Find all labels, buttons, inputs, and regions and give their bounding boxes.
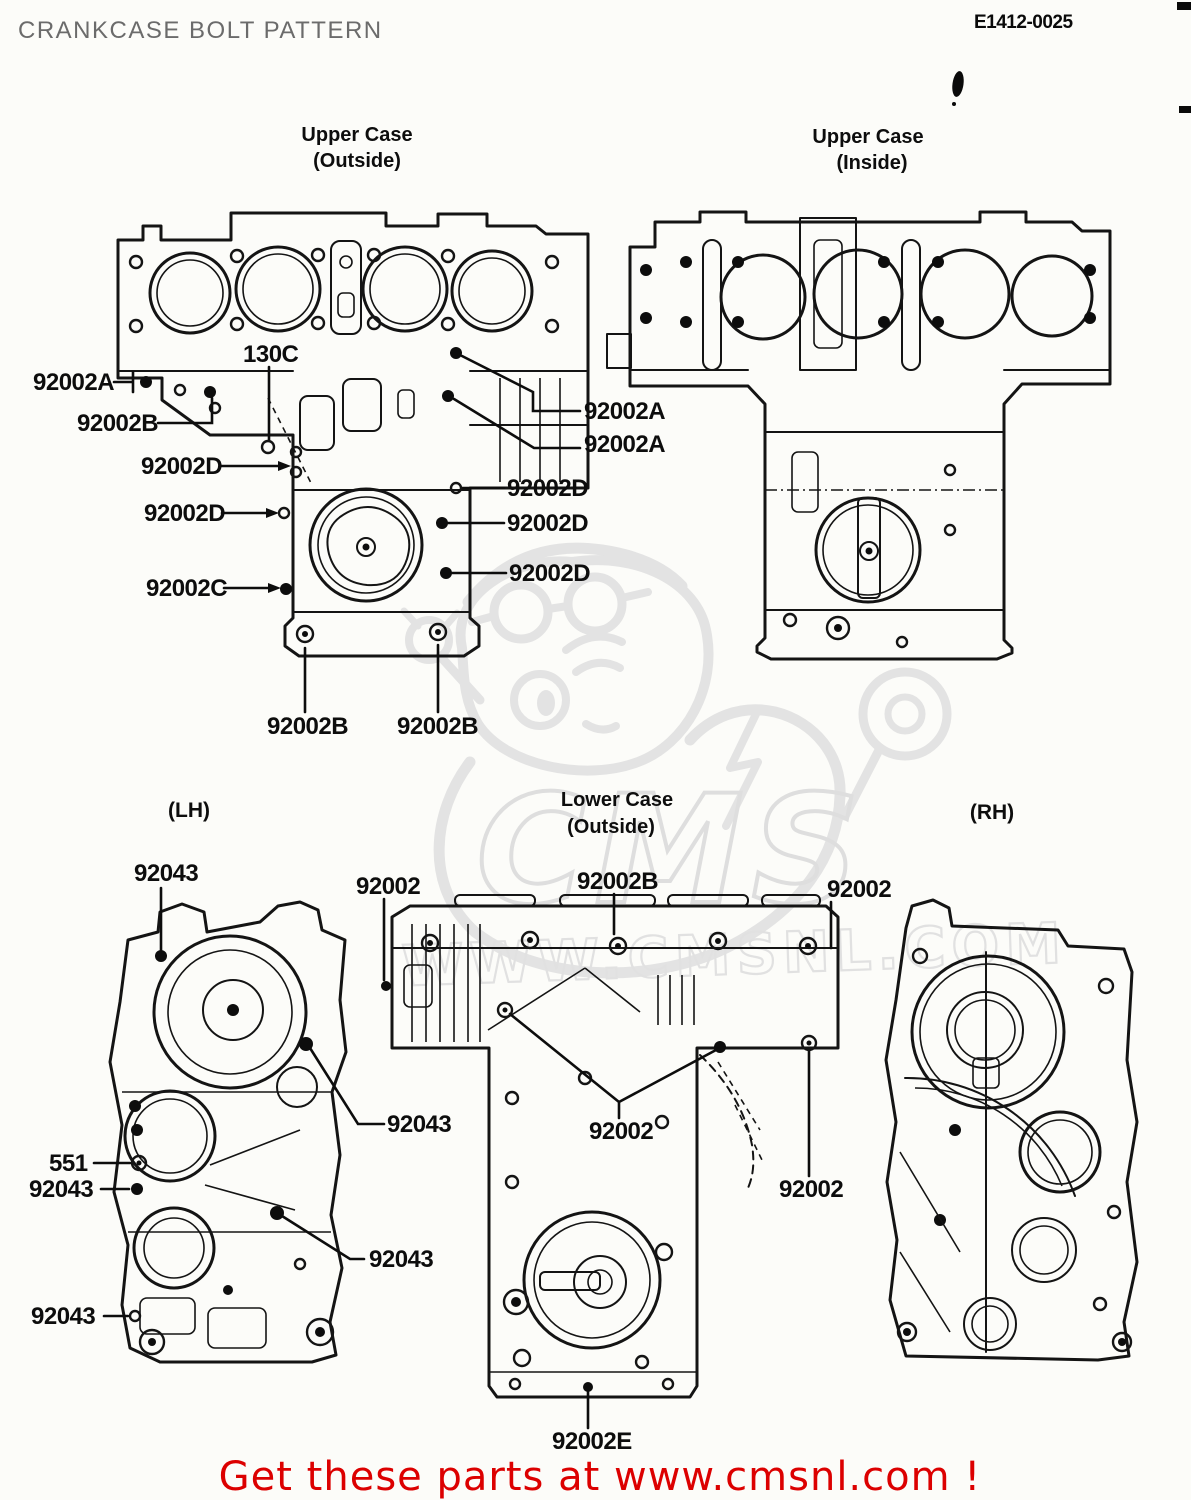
callout-92002-lc-right: 92002 — [827, 876, 891, 903]
callout-92043-bottom: 92043 — [31, 1303, 95, 1330]
scan-artifacts — [952, 2, 1191, 113]
callout-92002a-right-1: 92002A — [584, 398, 665, 425]
case-bolt-holes — [420, 930, 818, 956]
callout-92043-top: 92043 — [134, 860, 198, 887]
callout-92002b-lc-top: 92002B — [577, 868, 658, 895]
section-label-upper-outside-1: Upper Case — [301, 124, 412, 146]
doc-number: E1412-0025 — [974, 12, 1073, 33]
callout-92002b-bottom-2: 92002B — [397, 713, 478, 740]
lower-case-outside-drawing — [390, 894, 840, 1399]
section-label-lower-center-1: Lower Case — [561, 789, 673, 811]
section-label-upper-inside-2: (Inside) — [836, 152, 907, 174]
rh-case-drawing — [884, 898, 1139, 1362]
head-bolt-holes — [128, 247, 560, 334]
section-label-rh: (RH) — [970, 801, 1014, 824]
cms-watermark-text: CMS — [476, 764, 867, 938]
callout-92002d-right-2: 92002D — [507, 510, 588, 537]
cmsnl-promo-link[interactable]: Get these parts at www.cmsnl.com ! — [219, 1454, 982, 1500]
section-label-upper-outside-2: (Outside) — [313, 150, 401, 172]
callout-92043-right: 92043 — [387, 1111, 451, 1138]
callout-labels: 92002A 92002B 130C 92002D 92002D 92002C … — [29, 341, 892, 1455]
leader-lines — [92, 347, 833, 1430]
page-title: CRANKCASE BOLT PATTERN — [18, 17, 383, 44]
stud-holes — [640, 256, 1096, 328]
callout-92002-lc-left: 92002 — [356, 873, 420, 900]
cms-watermark: CMS WWW.CMSNL.COM — [400, 542, 1069, 1001]
callout-92002e: 92002E — [552, 1428, 632, 1455]
callout-92002d-left-2: 92002D — [144, 500, 225, 527]
lh-case-drawing — [108, 900, 348, 1364]
section-label-lh: (LH) — [168, 799, 210, 822]
callout-92043-inner: 92043 — [369, 1246, 433, 1273]
callout-92002b-left: 92002B — [77, 410, 158, 437]
callout-92043-left: 92043 — [29, 1176, 93, 1203]
upper-case-outside-drawing — [116, 211, 590, 658]
callout-92002a-right-2: 92002A — [584, 431, 665, 458]
callout-92002c: 92002C — [146, 575, 227, 602]
section-label-lower-center-2: (Outside) — [567, 816, 655, 838]
upper-case-inside-drawing — [606, 210, 1112, 661]
callout-130c: 130C — [243, 341, 299, 368]
callout-92002b-bottom-1: 92002B — [267, 713, 348, 740]
callout-92002-lc-lowright: 92002 — [779, 1176, 843, 1203]
callout-92002d-left-1: 92002D — [141, 453, 222, 480]
callout-92002d-right-1: 92002D — [507, 475, 588, 502]
callout-92002-lc-mid: 92002 — [589, 1118, 653, 1145]
callout-92002a-left: 92002A — [33, 369, 114, 396]
callout-551: 551 — [49, 1150, 88, 1177]
section-label-upper-inside-1: Upper Case — [812, 126, 923, 148]
callout-92002d-right-3: 92002D — [509, 560, 590, 587]
